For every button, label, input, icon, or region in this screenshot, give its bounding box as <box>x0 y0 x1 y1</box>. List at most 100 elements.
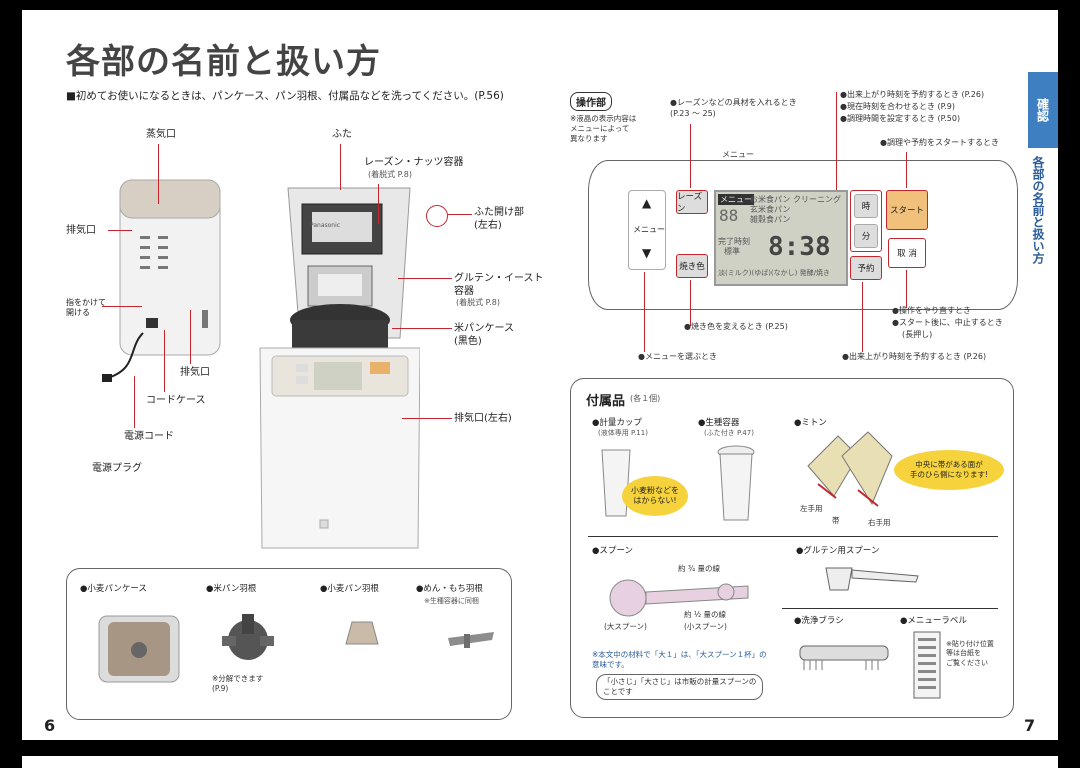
measuring-cup-label: ●計量カップ <box>592 418 642 428</box>
start-button[interactable]: スタート <box>886 190 928 230</box>
stop-sub-note: (長押し) <box>902 330 933 339</box>
spoon-label: ●スプーン <box>592 546 633 556</box>
bake-color-note: ●焼き色を変えるとき (P.25) <box>684 322 788 331</box>
control-panel-label: 操作部 <box>570 92 612 111</box>
page-title: 各部の名前と扱い方 <box>66 42 381 82</box>
line-three-quarter: 約 ¾ 量の線 <box>678 564 721 573</box>
menu-button-label: メニュー <box>633 225 665 234</box>
finish-reserve-note: ●出来上がり時刻を予約するとき (P.26) <box>840 90 985 99</box>
lid-label: ふた <box>332 129 352 140</box>
reserve-button[interactable]: 予約 <box>850 256 882 280</box>
raisin-container-sub: (着脱式 P.8) <box>368 170 412 179</box>
big-spoon-label: (大スプーン) <box>604 622 647 631</box>
wheat-blade-label: ●小麦パン羽根 <box>320 584 379 594</box>
band-label: 帯 <box>832 516 840 525</box>
gluten-spoon-illustration <box>825 567 919 591</box>
small-spoon-label: (小スプーン) <box>684 622 727 631</box>
noodle-blade-illustration <box>448 632 494 648</box>
finger-label: 指をかけて 開ける <box>66 298 106 318</box>
lcd-display <box>714 190 848 286</box>
mitten-label: ●ミトン <box>794 418 827 428</box>
redo-note: ●操作をやり直すとき <box>892 306 971 315</box>
page-number-right: 7 <box>1024 716 1036 735</box>
lcd-line-1: お米食パン クリーニング <box>750 195 841 204</box>
next-page-edge <box>22 756 1058 768</box>
cord-case-label: コードケース <box>146 395 206 406</box>
mitten-bubble: 中央に帯がある面が 手のひら側になります! <box>894 450 1004 490</box>
wheat-case-label: ●小麦パンケース <box>80 584 147 594</box>
minute-button[interactable]: 分 <box>854 224 878 248</box>
side-title: 各部の名前と扱い方 <box>1031 156 1045 264</box>
menu-label-sheet-label: ●メニューラベル <box>900 616 967 626</box>
cancel-button[interactable]: 取 消 <box>888 238 926 268</box>
starter-container-label: ●生種容器 <box>698 418 740 428</box>
set-cook-note: ●調理時間を設定するとき (P.50) <box>840 114 961 123</box>
parts-box <box>66 568 512 720</box>
raisin-container-label: レーズン・ナッツ容器 <box>364 157 464 168</box>
lcd-menu-number: 88 <box>719 206 739 225</box>
menu-label-note: ※貼り付け位置 等は台紙を ご覧ください <box>946 640 994 667</box>
lcd-line-5: 標準 <box>724 247 740 256</box>
exhaust-label: 排気口 <box>66 225 96 236</box>
accessories-title-sub: (各１個) <box>630 394 661 403</box>
lcd-menu-tag: メニュー <box>718 194 754 205</box>
raisin-button[interactable]: レーズン <box>676 190 708 214</box>
menu-select-note: ●メニューを選ぶとき <box>638 352 717 361</box>
spoon-note-2: 「小さじ」「大さじ」は市販の計量スプーンの ことです <box>596 674 764 701</box>
rice-blade-note: ※分解できます (P.9) <box>212 674 264 694</box>
power-cord-label: 電源コード <box>124 431 174 442</box>
lcd-time: 8:38 <box>768 232 831 262</box>
rice-blade-illustration <box>222 614 274 660</box>
right-hand-label: 右手用 <box>868 518 891 527</box>
exhaust-bottom-label: 排気口 <box>180 367 210 378</box>
noodle-blade-sub: ※生種容器に同梱 <box>424 597 479 605</box>
wheat-case-illustration <box>98 615 180 683</box>
lcd-line-2: 玄米食パン <box>750 205 791 214</box>
stop-note: ●スタート後に、中止するとき <box>892 318 1003 327</box>
manual-page: 各部の名前と扱い方 ■初めてお使いになるときは、パンケース、パン羽根、付属品など… <box>22 10 1058 740</box>
lcd-line-4: 完了時刻 <box>718 237 750 246</box>
menu-up-button[interactable]: ▲ <box>642 196 652 210</box>
lcd-line-3: 雑穀食パン <box>750 215 791 224</box>
intro-text: ■初めてお使いになるときは、パンケース、パン羽根、付属品などを洗ってください。(… <box>66 90 504 102</box>
lid-open-label: ふた開け部 (左右) <box>474 207 524 231</box>
accessories-box <box>570 378 1014 718</box>
mitten-illustration <box>807 431 893 507</box>
raisin-note: ●レーズンなどの具材を入れるとき (P.23 ～ 25) <box>670 98 797 118</box>
time-button-frame <box>850 190 882 252</box>
rice-case-label: 米パンケース (黒色) <box>454 323 514 347</box>
hour-button[interactable]: 時 <box>854 194 878 218</box>
bake-color-button[interactable]: 焼き色 <box>676 254 708 278</box>
chapter-tab[interactable]: 確認 <box>1028 72 1058 148</box>
lcd-line-6: 淡(ミルク)(ゆば)(なかし) 発酵/焼き <box>718 269 830 277</box>
power-plug-label: 電源プラグ <box>92 463 142 474</box>
start-note: ●調理や予約をスタートするとき <box>880 138 999 147</box>
wheat-blade-illustration <box>345 621 379 645</box>
menu-down-button[interactable]: ▼ <box>642 246 652 260</box>
control-panel <box>588 160 1018 310</box>
gluten-container-label: グルテン・イースト 容器 <box>454 273 544 297</box>
noodle-blade-label: ●めん・もち羽根 <box>416 584 483 594</box>
power-cord-illustration <box>102 332 144 382</box>
brush-label: ●洗浄ブラシ <box>794 616 844 626</box>
set-clock-note: ●現在時刻を合わせるとき (P.9) <box>840 102 955 111</box>
rice-blade-label: ●米パン羽根 <box>206 584 257 594</box>
line-half: 約 ½ 量の線 <box>684 610 727 619</box>
exhaust-side-label: 排気口(左右) <box>454 413 512 424</box>
finish-reserve-note-2: ●出来上がり時刻を予約するとき (P.26) <box>842 352 987 361</box>
steam-vent-label: 蒸気口 <box>146 129 176 140</box>
menu-label-sheet-illustration <box>913 631 941 699</box>
gluten-spoon-label: ●グルテン用スプーン <box>796 546 880 556</box>
machine-back-illustration <box>119 179 221 356</box>
brush-illustration <box>799 645 889 670</box>
cup-bubble: 小麦粉などを はからない! <box>622 476 688 516</box>
measuring-cup-sub: (液体専用 P.11) <box>598 429 648 437</box>
spoon-illustration <box>609 579 749 617</box>
accessories-title: 付属品 <box>586 394 626 409</box>
spoon-note-1: ※本文中の材料で「大１」は、「大スプーン１杯」の 意味です。 <box>592 650 767 670</box>
brand-logo: Panasonic <box>310 222 341 229</box>
gluten-container-sub: (着脱式 P.8) <box>456 298 500 307</box>
menu-button-group <box>628 190 666 270</box>
left-hand-label: 左手用 <box>800 504 823 513</box>
machine-front-illustration <box>259 187 420 549</box>
